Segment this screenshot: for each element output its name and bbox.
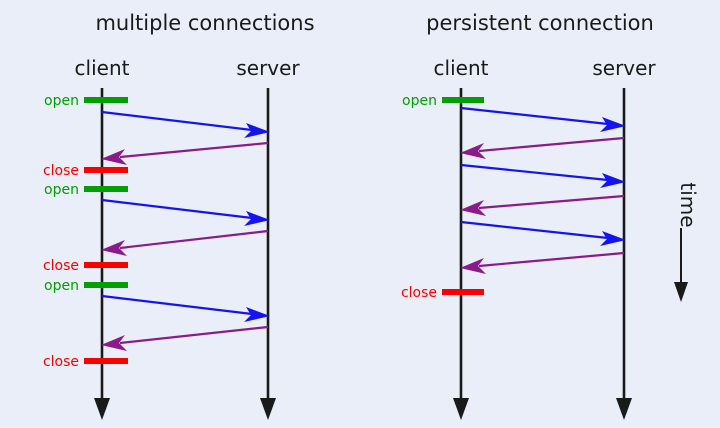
message-response-1-right-arrowhead (460, 143, 486, 159)
message-response-2-right-arrowhead (460, 200, 486, 216)
message-response-2-right (478, 194, 625, 210)
message-request-3-right (460, 220, 609, 240)
message-response-3-left-arrowhead (101, 335, 127, 351)
event-label-close-3-left: close (43, 354, 79, 370)
actor-label-server-left: server (236, 56, 300, 80)
event-label-open-3-left: open (44, 278, 79, 294)
event-label-open-2-left: open (44, 182, 79, 198)
panel-title-multiple-connections: multiple connections (95, 11, 314, 35)
message-response-2-left-arrowhead (101, 240, 127, 256)
event-label-close-2-left: close (43, 258, 79, 274)
message-request-1-right-arrowhead (600, 117, 626, 132)
event-label-open-1-right: open (402, 93, 437, 109)
message-request-2-right (460, 163, 609, 182)
message-request-2-left (101, 198, 253, 220)
message-response-1-left-arrowhead (101, 149, 127, 165)
message-response-2-left (119, 229, 269, 250)
message-request-1-left-arrowhead (244, 123, 270, 138)
message-response-1-right (478, 136, 625, 153)
actor-label-server-right: server (592, 56, 656, 80)
message-response-3-right-arrowhead (460, 258, 486, 274)
message-request-1-right (460, 106, 609, 126)
lifeline-arrowhead-server-left (260, 398, 276, 420)
message-request-3-left-arrowhead (244, 307, 270, 322)
panel-title-persistent-connection: persistent connection (426, 11, 654, 35)
message-response-3-left (119, 325, 269, 345)
message-request-2-left-arrowhead (244, 211, 270, 226)
message-request-2-right-arrowhead (600, 173, 626, 188)
panel-multiple-connections: multiple connections client server open … (43, 11, 315, 420)
message-request-3-right-arrowhead (600, 231, 626, 246)
time-axis-arrowhead (674, 282, 688, 302)
event-label-open-1-left: open (44, 93, 79, 109)
time-axis: time (674, 182, 700, 302)
message-request-3-left (101, 294, 253, 316)
lifeline-arrowhead-client-left (94, 398, 110, 420)
event-label-close-1-left: close (43, 163, 79, 179)
message-request-1-left (101, 110, 253, 132)
lifeline-arrowhead-server-right (616, 398, 632, 420)
lifeline-arrowhead-client-right (453, 398, 469, 420)
message-response-1-left (119, 141, 269, 159)
actor-label-client-left: client (75, 56, 130, 80)
event-label-close-1-right: close (401, 285, 437, 301)
message-response-3-right (478, 251, 625, 268)
time-axis-label: time (676, 182, 700, 227)
actor-label-client-right: client (434, 56, 489, 80)
panel-persistent-connection: persistent connection client server open… (401, 11, 656, 420)
